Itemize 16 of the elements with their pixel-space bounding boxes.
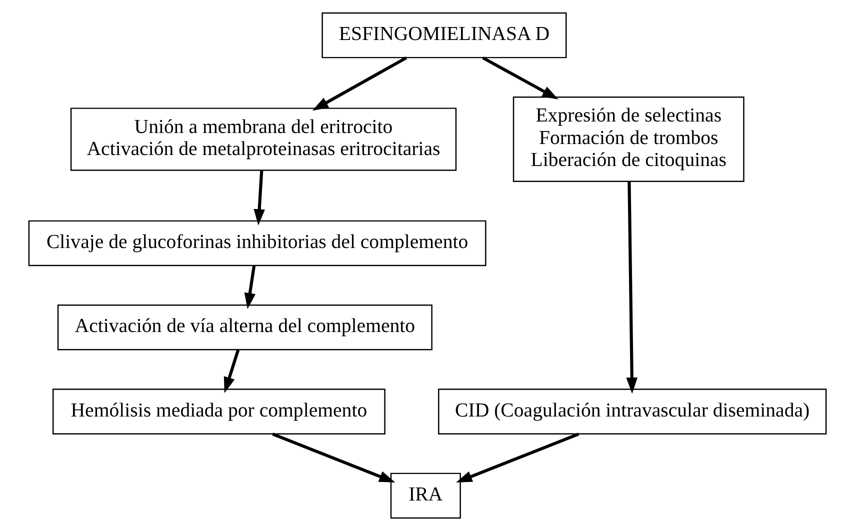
arrow (455, 432, 579, 482)
node-box: Hemólisis mediada por complemento (52, 388, 385, 434)
node-box: Expresión de selectinas Formación de trombos Liberación de citoquinas (512, 96, 744, 182)
arrow (272, 432, 395, 482)
node-box: Unión a membrana del eritrocito Activación de metalproteinasas eritrocitarias (70, 108, 456, 171)
node-box: IRA (390, 472, 460, 519)
node-box: Clivaje de glucoforinas inhibitorias del complemento (28, 220, 486, 266)
node-box: CID (Coagulación intravascular diseminada) (438, 388, 826, 434)
arrow (312, 56, 407, 111)
arrow (223, 350, 240, 394)
arrow (482, 56, 558, 100)
node-box: Activación de vía alterna del complemento (56, 304, 432, 350)
arrow (626, 181, 638, 394)
arrow (253, 170, 264, 226)
arrow (244, 266, 256, 310)
node-box: ESFINGOMIELINASA D (321, 12, 566, 58)
